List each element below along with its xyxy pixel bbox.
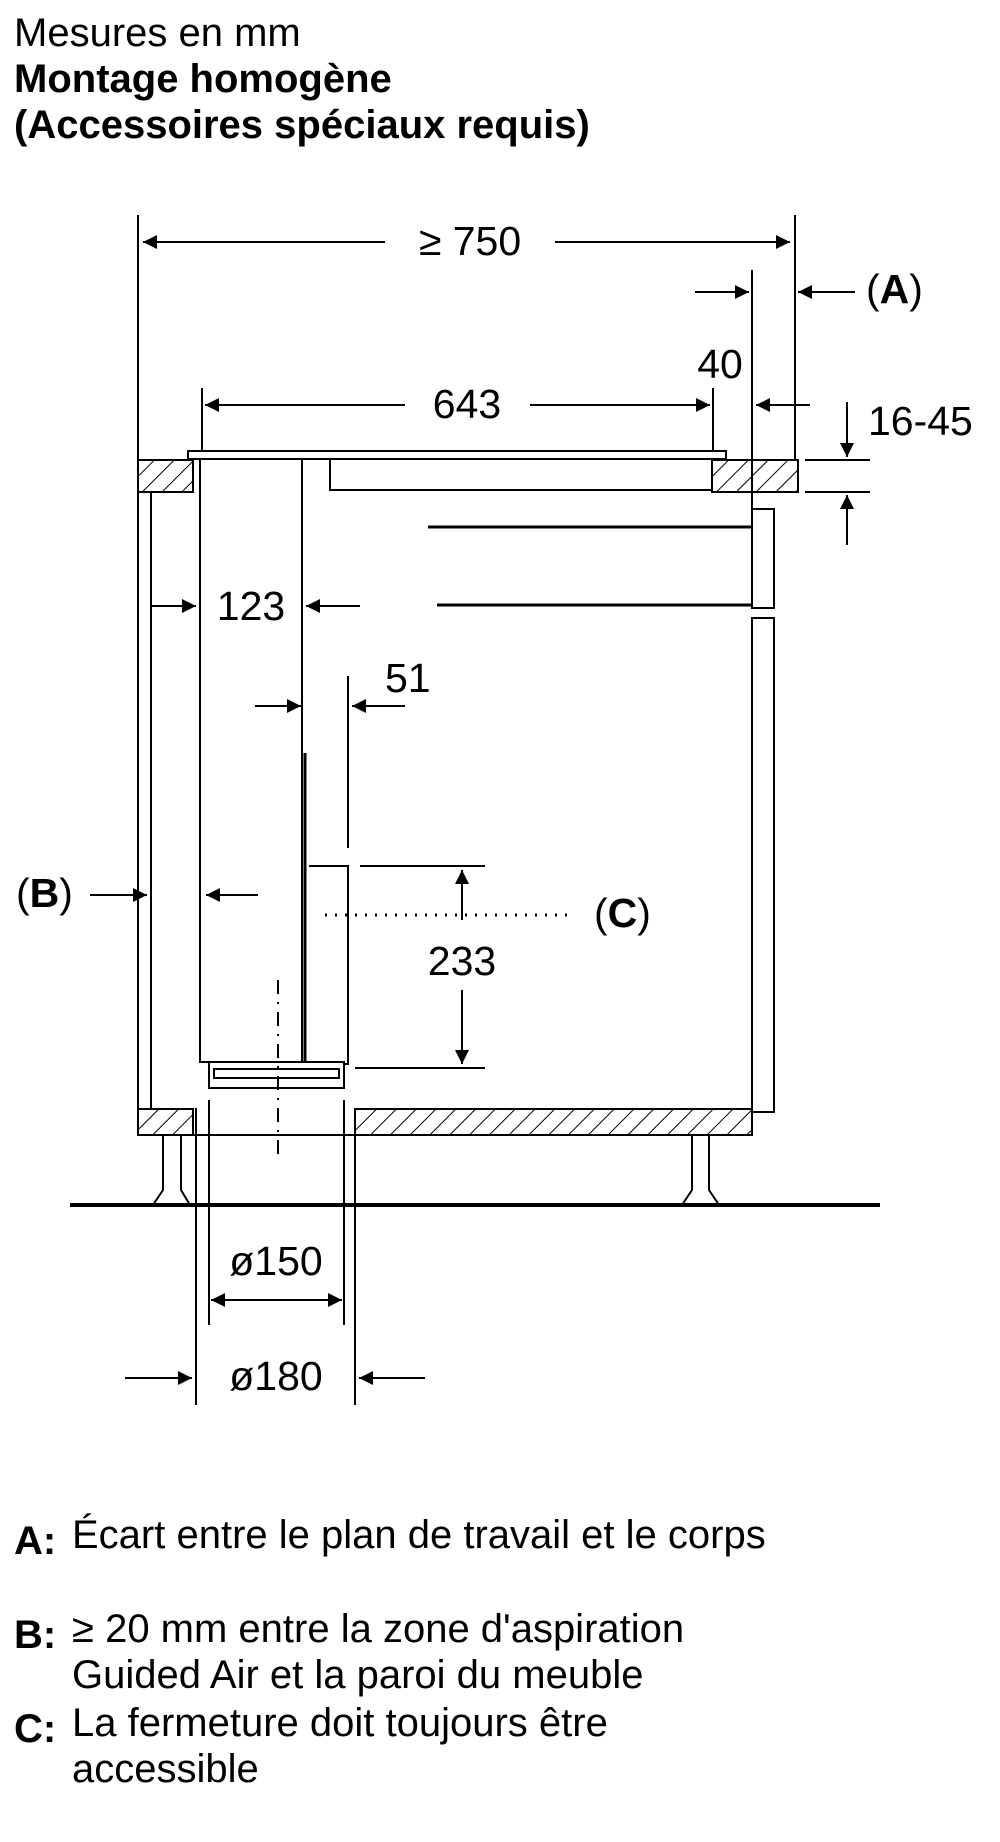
note-c-text-2: accessible	[72, 1747, 259, 1791]
callout-b: (B)	[16, 870, 73, 916]
dim-643: 643	[433, 381, 501, 427]
note-c-text-1: La fermeture doit toujours être	[72, 1701, 608, 1745]
units-caption: Mesures en mm	[14, 11, 301, 55]
note-a-text: Écart entre le plan de travail et le cor…	[72, 1513, 766, 1557]
cabinet-bottom-left	[137, 1108, 194, 1136]
cabinet-side-left	[137, 491, 152, 1110]
note-c-key: C:	[14, 1707, 57, 1751]
filter-box	[309, 865, 349, 1065]
dim-51: 51	[385, 655, 431, 701]
drawer-front-top	[751, 508, 775, 609]
note-b-text-2: Guided Air et la paroi du meuble	[72, 1653, 644, 1697]
note-b-key: B:	[14, 1613, 57, 1657]
drawer-front-bottom	[751, 617, 775, 1113]
worktop-right	[711, 459, 799, 493]
dim-40: 40	[697, 341, 743, 387]
dim-ø150: ø150	[229, 1238, 322, 1284]
leg-left	[151, 1135, 192, 1206]
callout-a: (A)	[866, 266, 923, 312]
hob-glass	[187, 450, 727, 460]
hob-body	[329, 459, 713, 491]
dim-16-45: 16-45	[868, 398, 973, 444]
note-b-text-1: ≥ 20 mm entre la zone d'aspiration	[72, 1607, 685, 1651]
worktop-left	[137, 459, 194, 493]
note-a-key: A:	[14, 1519, 57, 1563]
leg-right	[680, 1135, 721, 1206]
dim-123: 123	[217, 583, 285, 629]
dim-ø180: ø180	[229, 1353, 322, 1399]
dim-233: 233	[428, 938, 496, 984]
extractor-duct	[199, 458, 303, 1063]
callout-c: (C)	[594, 890, 651, 936]
outlet-flange	[208, 1061, 345, 1089]
mounting-title: Montage homogène	[14, 57, 392, 101]
dim-750: ≥ 750	[419, 218, 521, 264]
accessory-note: (Accessoires spéciaux requis)	[14, 103, 590, 147]
cabinet-bottom-right	[354, 1108, 753, 1136]
